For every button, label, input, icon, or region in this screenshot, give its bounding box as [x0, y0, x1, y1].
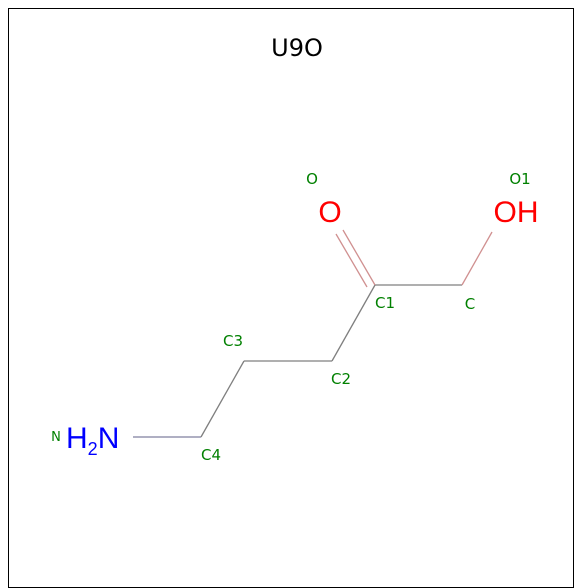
atom-name-c1: C1: [375, 294, 395, 312]
bond-c1-o-b: [335, 233, 368, 288]
bond-c2-c1: [331, 284, 376, 362]
atom-symbol-n: H2N: [66, 422, 119, 459]
atom-name-c4: C4: [201, 446, 221, 464]
atom-name-n: N: [51, 430, 61, 445]
bond-c-o1: [461, 231, 493, 286]
atom-name-c: C: [465, 295, 475, 313]
atom-name-c3: C3: [223, 332, 243, 350]
atom-name-o1: O1: [509, 170, 530, 188]
atom-name-o: O: [306, 170, 318, 188]
atom-name-c2: C2: [331, 370, 351, 388]
molecule-title: U9O: [271, 34, 323, 62]
bond-c1-o-a: [342, 229, 376, 286]
atom-symbol-o1: OH: [494, 196, 539, 229]
bond-c4-c3: [200, 360, 245, 438]
atom-symbol-o: O: [318, 196, 341, 229]
